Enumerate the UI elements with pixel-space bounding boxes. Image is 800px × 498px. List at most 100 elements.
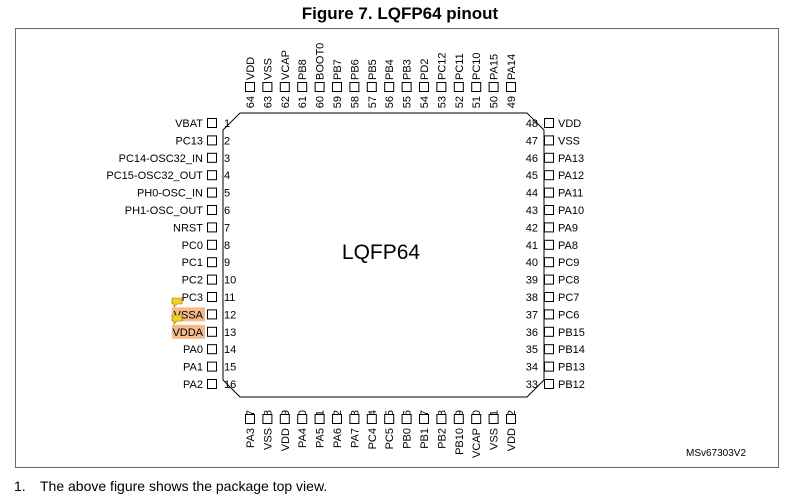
- figure-title: Figure 7. LQFP64 pinout: [301, 4, 499, 23]
- pin-pad: [488, 82, 499, 92]
- pin-name-52: PC11: [454, 53, 466, 80]
- pin-pad: [207, 257, 217, 268]
- pin-name-23: PA7: [349, 428, 361, 448]
- pin-number-33: 33: [526, 379, 538, 391]
- pin-pad: [207, 361, 217, 372]
- package-label: LQFP64: [342, 241, 421, 264]
- pin-highlight: [171, 324, 205, 339]
- pin-number-37: 37: [526, 309, 538, 321]
- pin-number-34: 34: [526, 362, 538, 374]
- pin-name-61: PB8: [297, 59, 309, 80]
- pin-number-12: 12: [224, 309, 236, 321]
- pin-name-36: PB15: [558, 327, 585, 339]
- pin-number-7: 7: [224, 222, 230, 234]
- pin-pad: [207, 292, 217, 302]
- pin-pad: [207, 326, 217, 337]
- pin-name-29: PB10: [454, 428, 466, 455]
- pin-name-57: PB5: [367, 59, 379, 80]
- pin-pad: [207, 274, 217, 285]
- footnote-text: The above figure shows the package top v…: [40, 478, 328, 494]
- pin-pad: [544, 239, 554, 250]
- pin-number-15: 15: [224, 362, 236, 374]
- pin-name-33: PB12: [558, 379, 585, 391]
- pin-number-48: 48: [526, 118, 538, 130]
- figure-frame: [15, 28, 779, 468]
- pin-number-51: 51: [471, 96, 483, 108]
- pin-pad: [332, 414, 342, 424]
- pin-name-11: PC3: [182, 292, 203, 304]
- pin-pad: [245, 82, 255, 92]
- pin-name-6: PH1-OSC_OUT: [125, 205, 204, 217]
- pin-number-64: 64: [245, 96, 257, 108]
- pin-name-28: PB2: [436, 428, 448, 449]
- pin-pad: [207, 187, 217, 198]
- pin-name-30: VCAP: [471, 428, 483, 458]
- pin-number-45: 45: [526, 170, 538, 182]
- pin-pad: [366, 82, 377, 92]
- pin-pad: [453, 414, 464, 424]
- pin-pad: [207, 205, 217, 215]
- pin-pad: [207, 135, 217, 146]
- pin-name-35: PB14: [558, 344, 585, 356]
- pin-number-54: 54: [419, 96, 431, 108]
- pin-number-50: 50: [489, 96, 501, 108]
- pin-name-58: PB6: [349, 59, 361, 80]
- pin-pad: [245, 414, 255, 424]
- pin-name-47: VSS: [558, 135, 580, 147]
- pin-pad: [207, 379, 217, 389]
- pin-number-6: 6: [224, 205, 230, 217]
- pin-name-27: PB1: [419, 428, 431, 449]
- pin-pad: [349, 414, 360, 424]
- pin-name-3: PC14-OSC32_IN: [119, 153, 203, 165]
- pin-name-19: VDD: [280, 428, 292, 451]
- pin-name-21: PA5: [315, 428, 327, 448]
- pin-number-58: 58: [349, 96, 361, 108]
- pin-number-47: 47: [526, 135, 538, 147]
- pin-pad: [544, 326, 554, 337]
- pin-number-46: 46: [526, 153, 538, 165]
- pin-name-8: PC0: [182, 240, 203, 252]
- pin-name-63: VSS: [262, 58, 274, 80]
- pin-pad: [506, 414, 516, 424]
- pin-name-42: PA9: [558, 222, 578, 234]
- pin-name-32: VDD: [506, 428, 518, 451]
- pin-number-9: 9: [224, 257, 230, 269]
- pin-name-17: PA3: [245, 428, 257, 448]
- chip-body: [222, 112, 545, 398]
- pin-pad: [401, 414, 412, 424]
- pin-number-10: 10: [224, 275, 236, 287]
- pin-name-22: PA6: [332, 428, 344, 448]
- pin-number-3: 3: [224, 153, 230, 165]
- pin-pad: [544, 361, 554, 372]
- pin-name-18: VSS: [262, 428, 274, 450]
- pin-name-43: PA10: [558, 205, 584, 217]
- pin-pad: [544, 205, 554, 215]
- pin-number-59: 59: [332, 96, 344, 108]
- pin-name-55: PB3: [402, 59, 414, 80]
- comment-icon: [171, 297, 183, 308]
- pin-name-48: VDD: [558, 118, 581, 130]
- pin-pad: [453, 82, 464, 92]
- pin-number-36: 36: [526, 327, 538, 339]
- pin-pad: [544, 135, 554, 146]
- pin-name-64: VDD: [245, 57, 257, 80]
- pin-pad: [544, 344, 554, 355]
- pin-name-41: PA8: [558, 240, 578, 252]
- pin-pad: [366, 414, 377, 424]
- pin-name-13: VDDA: [172, 327, 203, 339]
- pin-number-52: 52: [454, 96, 466, 108]
- pin-number-56: 56: [384, 96, 396, 108]
- pin-pad: [297, 414, 308, 424]
- pin-pad: [544, 152, 554, 163]
- pin-number-14: 14: [224, 344, 236, 356]
- pin-number-62: 62: [280, 96, 292, 108]
- pin-pad: [471, 414, 482, 424]
- pin-pad: [207, 152, 217, 163]
- pin-name-31: VSS: [489, 428, 501, 450]
- pin-number-49: 49: [506, 96, 518, 108]
- pin-pad: [419, 414, 429, 424]
- pin-number-16: 16: [224, 379, 236, 391]
- pin-name-5: PH0-OSC_IN: [137, 188, 203, 200]
- pin-name-10: PC2: [182, 275, 203, 287]
- comment-icon: [171, 314, 183, 325]
